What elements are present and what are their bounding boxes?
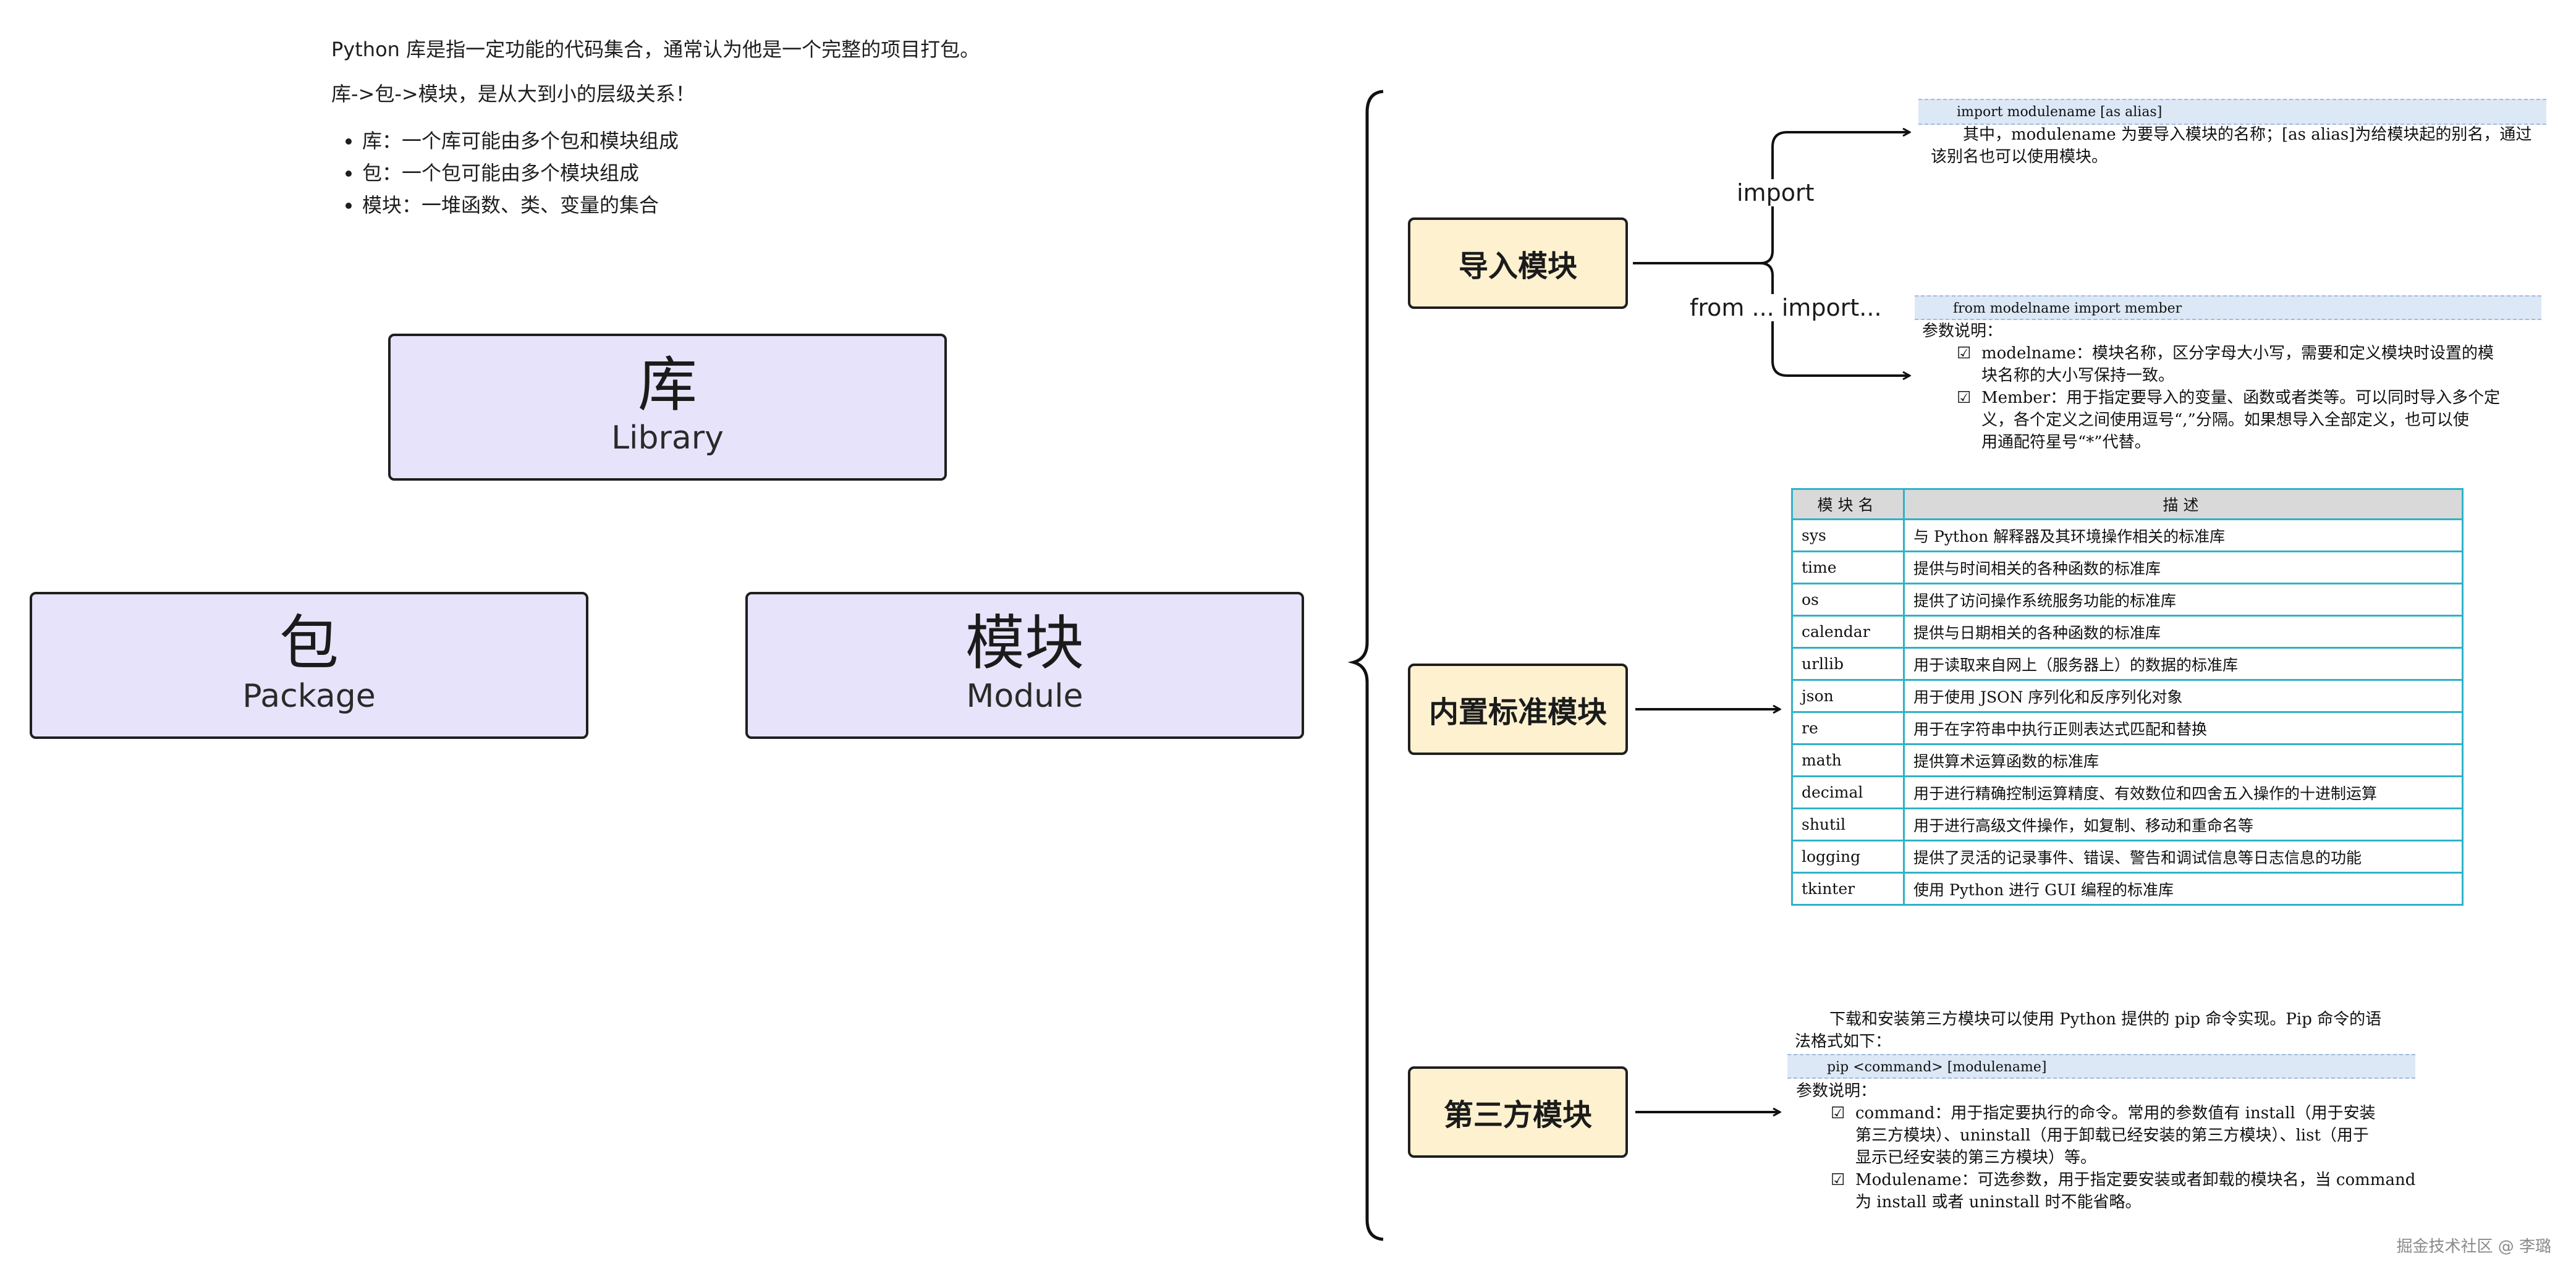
pip-param-1-line2: 第三方模块）、uninstall（用于卸载已经安装的第三方模块）、list（用于 <box>1855 1126 2369 1145</box>
module-desc-cell: 提供与时间相关的各种函数的标准库 <box>1903 550 2464 584</box>
module-desc-cell: 用于进行精确控制运算精度、有效数位和四舍五入操作的十进制运算 <box>1903 775 2464 809</box>
pip-code: pip <command> [modulename] <box>1787 1054 2415 1079</box>
third-party-node[interactable]: 第三方模块 <box>1408 1066 1628 1158</box>
module-desc-cell: 用于在字符串中执行正则表达式匹配和替换 <box>1903 711 2464 745</box>
import-label: import <box>1737 179 1815 206</box>
package-node[interactable]: 包 Package <box>30 592 588 739</box>
bullet-package: 包：一个包可能由多个模块组成 <box>362 157 1017 189</box>
intro-line-1: Python 库是指一定功能的代码集合，通常认为他是一个完整的项目打包。 <box>331 38 980 61</box>
big-brace <box>1347 90 1384 1241</box>
module-desc-cell: 提供与日期相关的各种函数的标准库 <box>1903 615 2464 649</box>
pip-params-title: 参数说明： <box>1796 1082 1877 1100</box>
pip-param-command: ☑ command：用于指定要执行的命令。常用的参数值有 install（用于安… <box>1796 1102 2426 1169</box>
from-param-2-line1: Member：用于指定要导入的变量、函数或者类等。可以同时导入多个定 <box>1981 389 2501 407</box>
module-name-cell: json <box>1791 679 1905 713</box>
intro-line-2: 库->包->模块，是从大到小的层级关系！ <box>331 82 695 106</box>
import-description: 其中，modulename 为要导入模块的名称；[as alias]为给模块起的… <box>1931 124 2555 168</box>
from-param-1-line1: modelname：模块名称，区分字母大小写，需要和定义模块时设置的模 <box>1981 344 2494 363</box>
module-name-cell: urllib <box>1791 647 1905 681</box>
import-desc-line1: 其中，modulename 为要导入模块的名称；[as alias]为给模块起的… <box>1963 125 2532 144</box>
import-split <box>1760 132 1910 264</box>
from-param-member: ☑ Member：用于指定要导入的变量、函数或者类等。可以同时导入多个定 义，各… <box>1922 387 2546 453</box>
checkbox-icon: ☑ <box>1957 344 1972 363</box>
pip-intro-line1: 下载和安装第三方模块可以使用 Python 提供的 pip 命令实现。Pip 命… <box>1829 1010 2382 1029</box>
module-name-cell: decimal <box>1791 775 1905 809</box>
pip-params: 参数说明： ☑ command：用于指定要执行的命令。常用的参数值有 insta… <box>1796 1080 2426 1213</box>
pip-param-2-line1: Modulename：可选参数，用于指定要安装或者卸载的模块名，当 comman… <box>1855 1171 2416 1189</box>
pip-intro: 下载和安装第三方模块可以使用 Python 提供的 pip 命令实现。Pip 命… <box>1795 1008 2425 1053</box>
import-module-node[interactable]: 导入模块 <box>1408 217 1628 309</box>
package-cn: 包 <box>279 609 339 678</box>
module-name-cell: os <box>1791 583 1905 617</box>
module-name-cell: tkinter <box>1791 872 1905 906</box>
module-name-cell: calendar <box>1791 615 1905 649</box>
pip-param-modulename: ☑ Modulename：可选参数，用于指定要安装或者卸载的模块名，当 comm… <box>1796 1169 2426 1213</box>
module-name-cell: time <box>1791 550 1905 584</box>
module-desc-cell: 提供算术运算函数的标准库 <box>1903 743 2464 777</box>
pip-param-2-line2: 为 install 或者 uninstall 时不能省略。 <box>1855 1193 2142 1212</box>
module-desc-cell: 用于进行高级文件操作，如复制、移动和重命名等 <box>1903 807 2464 841</box>
from-import-params: 参数说明： ☑ modelname：模块名称，区分字母大小写，需要和定义模块时设… <box>1922 320 2546 453</box>
checkbox-icon: ☑ <box>1957 389 1972 407</box>
module-desc-cell: 用于读取来自网上（服务器上）的数据的标准库 <box>1903 647 2464 681</box>
table-header-row: 模块名 描述 <box>1791 488 2464 520</box>
from-param-2-line2: 义，各个定义之间使用逗号“,”分隔。如果想导入全部定义，也可以使 <box>1981 411 2469 429</box>
from-params-title: 参数说明： <box>1922 322 2003 340</box>
import-code: import modulename [as alias] <box>1918 99 2546 125</box>
library-en: Library <box>611 419 724 457</box>
builtin-module-node[interactable]: 内置标准模块 <box>1408 664 1628 755</box>
intro-text: Python 库是指一定功能的代码集合，通常认为他是一个完整的项目打包。 库->… <box>331 36 1017 221</box>
col-header-name: 模块名 <box>1791 488 1905 520</box>
pip-intro-line2: 法格式如下： <box>1795 1032 1892 1051</box>
module-en: Module <box>966 678 1083 715</box>
module-name-cell: shutil <box>1791 807 1905 841</box>
import-desc-line2: 该别名也可以使用模块。 <box>1931 148 2108 166</box>
module-desc-cell: 提供了灵活的记录事件、错误、警告和调试信息等日志信息的功能 <box>1903 840 2464 874</box>
module-node[interactable]: 模块 Module <box>745 592 1304 739</box>
intro-bullets: 库：一个库可能由多个包和模块组成 包：一个包可能由多个模块组成 模块：一堆函数、… <box>331 125 1017 221</box>
pip-param-1-line3: 显示已经安装的第三方模块）等。 <box>1855 1149 2097 1167</box>
module-desc-cell: 使用 Python 进行 GUI 编程的标准库 <box>1903 872 2464 906</box>
pip-param-1-line1: command：用于指定要执行的命令。常用的参数值有 install（用于安装 <box>1855 1104 2376 1123</box>
library-cn: 库 <box>638 350 697 419</box>
col-header-desc: 描述 <box>1903 488 2464 520</box>
checkbox-icon: ☑ <box>1831 1104 1845 1123</box>
module-desc-cell: 提供了访问操作系统服务功能的标准库 <box>1903 583 2464 617</box>
from-param-1-line2: 块名称的大小写保持一致。 <box>1981 366 2175 385</box>
module-name-cell: sys <box>1791 518 1905 552</box>
package-en: Package <box>242 678 376 715</box>
module-name-cell: math <box>1791 743 1905 777</box>
module-desc-cell: 用于使用 JSON 序列化和反序列化对象 <box>1903 679 2464 713</box>
library-node[interactable]: 库 Library <box>388 334 947 481</box>
checkbox-icon: ☑ <box>1831 1171 1845 1189</box>
from-import-code: from modelname import member <box>1915 295 2541 320</box>
from-import-split <box>1760 262 1910 376</box>
module-name-cell: logging <box>1791 840 1905 874</box>
bullet-module: 模块：一堆函数、类、变量的集合 <box>362 189 1017 221</box>
watermark: 掘金技术社区 @ 李璐 <box>2396 1237 2551 1256</box>
from-param-modelname: ☑ modelname：模块名称，区分字母大小写，需要和定义模块时设置的模 块名… <box>1922 342 2546 387</box>
bullet-library: 库：一个库可能由多个包和模块组成 <box>362 125 1017 157</box>
from-import-label: from ... import... <box>1690 294 1882 321</box>
module-desc-cell: 与 Python 解释器及其环境操作相关的标准库 <box>1903 518 2464 552</box>
from-param-2-line3: 用通配符星号“*”代替。 <box>1981 433 2151 452</box>
module-cn: 模块 <box>965 609 1084 678</box>
module-name-cell: re <box>1791 711 1905 745</box>
